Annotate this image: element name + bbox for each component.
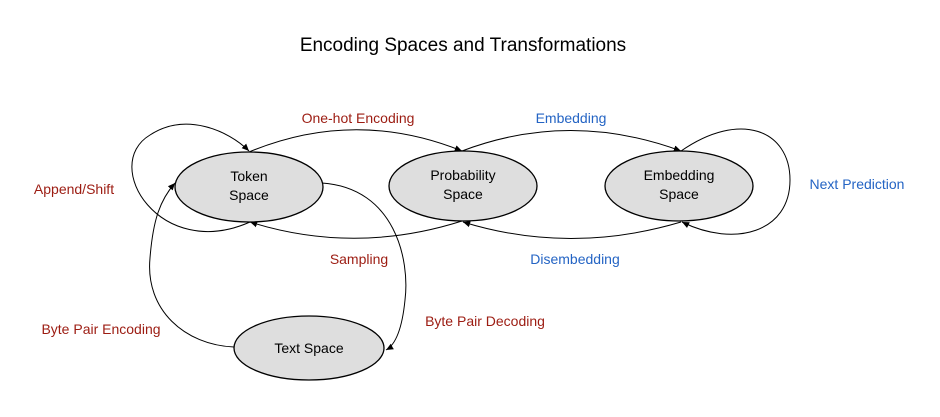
node-probability-label-line2: Space xyxy=(443,186,483,202)
edge-sampling xyxy=(249,220,463,239)
label-next-prediction: Next Prediction xyxy=(810,176,905,192)
edge-next-prediction-loop xyxy=(680,128,791,235)
node-probability-space: Probability Space xyxy=(388,150,538,222)
node-embedding-space: Embedding Space xyxy=(604,150,754,222)
node-probability-label-line1: Probability xyxy=(430,167,495,183)
node-text-space: Text Space xyxy=(233,315,385,381)
diagram-title: Encoding Spaces and Transformations xyxy=(300,35,626,56)
label-disembedding: Disembedding xyxy=(530,251,620,267)
node-token-label-line2: Space xyxy=(229,187,269,203)
node-embedding-label-line2: Space xyxy=(659,186,699,202)
edge-disembedding xyxy=(462,221,682,239)
label-one-hot-encoding: One-hot Encoding xyxy=(302,110,415,126)
node-token-space: Token Space xyxy=(174,151,324,223)
edge-byte-pair-decoding xyxy=(321,182,407,351)
edge-append-shift-loop xyxy=(131,123,251,232)
label-sampling: Sampling xyxy=(330,251,388,267)
label-byte-pair-decoding: Byte Pair Decoding xyxy=(425,313,545,329)
edge-byte-pair-encoding xyxy=(149,182,235,348)
label-byte-pair-encoding: Byte Pair Encoding xyxy=(41,321,160,337)
label-append-shift: Append/Shift xyxy=(34,181,114,197)
edge-embedding xyxy=(461,130,682,152)
edge-one-hot-encoding xyxy=(248,129,463,153)
label-embedding: Embedding xyxy=(536,110,607,126)
node-text-label: Text Space xyxy=(274,340,343,356)
node-token-label-line1: Token xyxy=(230,168,267,184)
node-embedding-label-line1: Embedding xyxy=(644,167,715,183)
